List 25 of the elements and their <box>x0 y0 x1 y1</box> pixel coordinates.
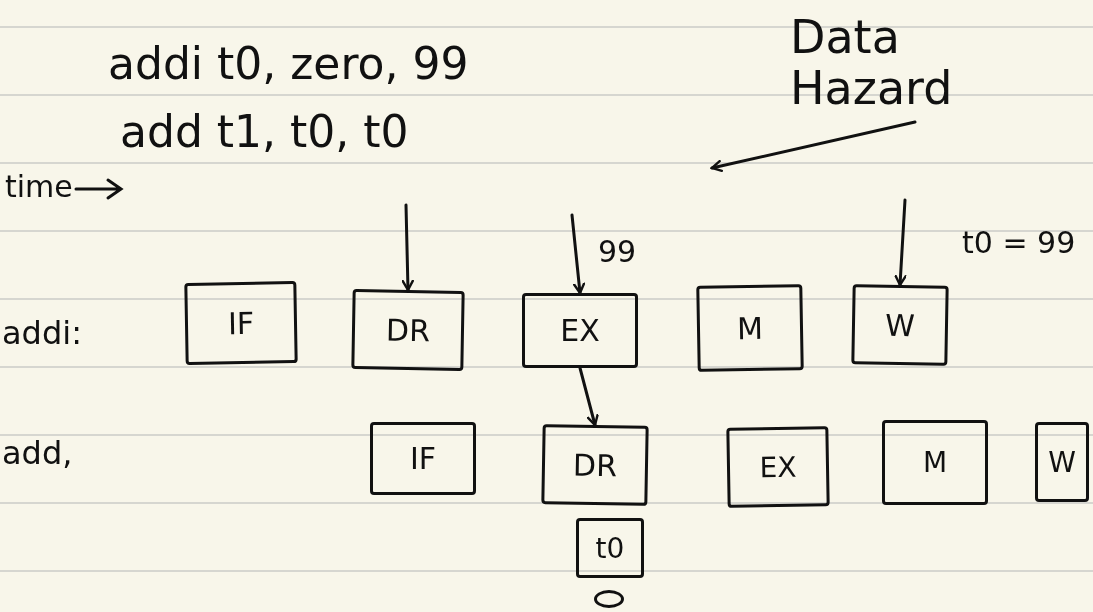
stage-box: EX <box>522 293 638 368</box>
annotation-text: t0 = 99 <box>962 226 1076 259</box>
row-label: addi: <box>2 316 82 352</box>
row-label: add, <box>2 436 73 472</box>
stage-box: W <box>1035 422 1089 502</box>
register-box: t0 <box>576 518 644 578</box>
stage-box: W <box>851 284 949 366</box>
annotation-text: 99 <box>598 235 637 268</box>
oval-mark <box>594 590 624 608</box>
instruction-text: add t1, t0, t0 <box>120 108 409 157</box>
instruction-text: addi t0, zero, 99 <box>108 40 469 89</box>
stage-box: EX <box>726 426 830 508</box>
arrow <box>401 203 414 292</box>
stage-box: DR <box>351 289 465 371</box>
arrow <box>570 213 586 295</box>
stage-box: IF <box>370 422 476 495</box>
stage-box: M <box>696 284 804 372</box>
arrow <box>578 366 599 427</box>
annotation-text: Data Hazard <box>790 12 1040 114</box>
stage-box: IF <box>184 281 298 365</box>
arrow <box>894 198 907 287</box>
arrow <box>710 120 917 173</box>
stage-box: DR <box>541 424 649 506</box>
axis-label: time <box>5 170 73 203</box>
stage-box: M <box>882 420 988 505</box>
